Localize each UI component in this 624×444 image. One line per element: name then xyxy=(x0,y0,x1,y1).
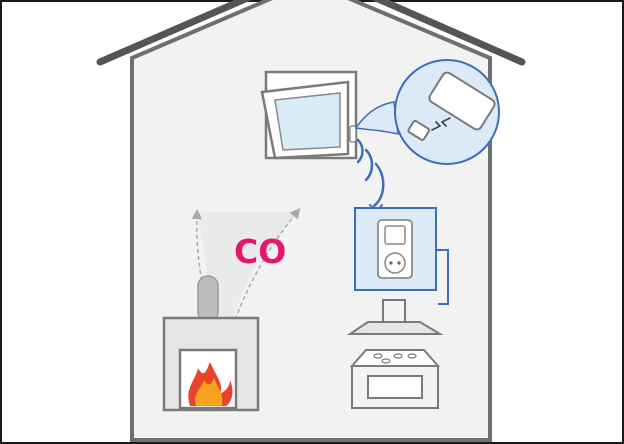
fume-cloud xyxy=(197,212,300,330)
window-icon xyxy=(260,70,358,160)
chimney-pipe xyxy=(197,275,219,323)
monitor-icon xyxy=(346,299,444,335)
outlet-switch xyxy=(384,225,406,245)
fume-arrow-right xyxy=(217,207,301,381)
sensor-main-unit xyxy=(428,71,496,131)
window-contact-sensor-icon xyxy=(354,59,500,165)
outlet-socket xyxy=(384,252,406,274)
window-glass xyxy=(274,92,341,151)
house-roof xyxy=(96,0,526,66)
stove-oven-door xyxy=(367,375,423,399)
wall-outlet-switch-icon xyxy=(354,207,449,305)
fireplace-icon xyxy=(162,275,260,412)
window-handle xyxy=(349,125,357,143)
sensor-arrows xyxy=(431,117,451,131)
monitor-base xyxy=(346,321,444,335)
sensor-magnet xyxy=(407,119,431,141)
flame-icon xyxy=(188,362,233,406)
co-label: CO xyxy=(234,232,286,271)
stove-icon xyxy=(349,349,441,409)
outlet-cable xyxy=(436,249,449,305)
monitor-screen xyxy=(382,299,406,323)
